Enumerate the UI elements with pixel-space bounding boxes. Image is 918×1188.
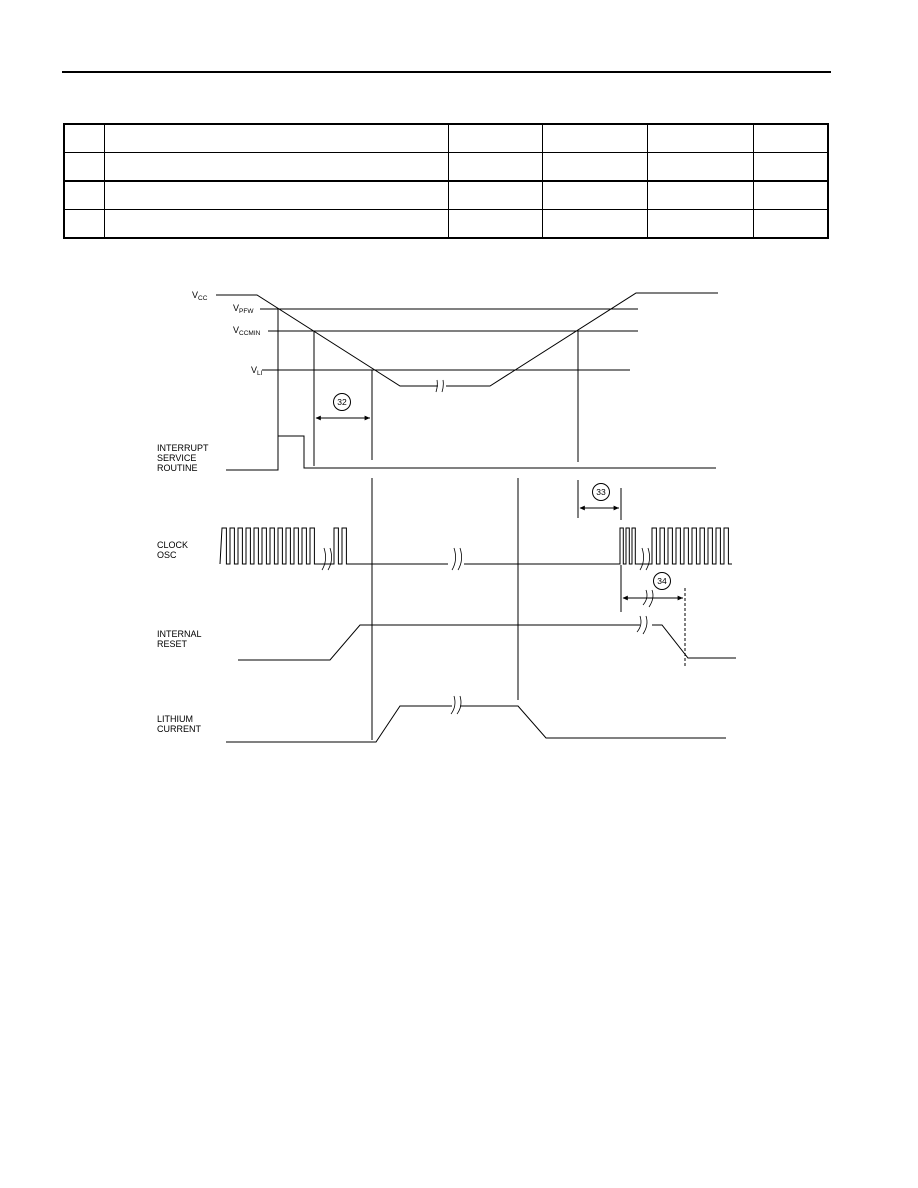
table-cell bbox=[542, 209, 648, 239]
lithium-current-waveform bbox=[226, 695, 726, 743]
table-cell bbox=[63, 209, 106, 239]
table-cell bbox=[104, 123, 450, 153]
isr-label-line-2: SERVICE bbox=[157, 453, 196, 463]
timing-param-34: 34 bbox=[657, 576, 667, 586]
isr-waveform bbox=[226, 435, 716, 471]
isr-label-line-3: ROUTINE bbox=[157, 463, 198, 473]
parameter-table bbox=[63, 123, 829, 239]
vcc-label: VCC bbox=[192, 290, 208, 302]
vli-label: VLI bbox=[251, 365, 263, 377]
table-cell bbox=[542, 180, 648, 210]
clock-waveform bbox=[219, 527, 732, 571]
table-cell bbox=[752, 152, 829, 182]
table-row bbox=[63, 180, 829, 210]
table-cell bbox=[63, 152, 106, 182]
reset-label-line-2: RESET bbox=[157, 639, 188, 649]
timing-dimension-arrows bbox=[315, 393, 683, 608]
table-row bbox=[63, 209, 829, 239]
isr-label-line-1: INTERRUPT bbox=[157, 443, 209, 453]
vcc-waveform bbox=[216, 292, 718, 393]
table-cell bbox=[104, 152, 450, 182]
lithium-label-line-2: CURRENT bbox=[157, 724, 202, 734]
table-cell bbox=[752, 209, 829, 239]
table-cell bbox=[448, 152, 544, 182]
table-cell bbox=[646, 180, 754, 210]
timing-param-32: 32 bbox=[337, 397, 347, 407]
table-cell bbox=[104, 180, 450, 210]
table-cell bbox=[646, 209, 754, 239]
timing-param-33: 33 bbox=[596, 487, 606, 497]
internal-reset-waveform bbox=[238, 615, 736, 661]
table-cell bbox=[104, 209, 450, 239]
table-cell bbox=[752, 123, 829, 153]
clock-label-line-1: CLOCK bbox=[157, 540, 188, 550]
clock-label-line-2: OSC bbox=[157, 550, 177, 560]
timing-markers bbox=[277, 309, 686, 740]
lithium-label-line-1: LITHIUM bbox=[157, 714, 193, 724]
vccmin-label: VCCMIN bbox=[233, 325, 261, 337]
table-cell bbox=[448, 209, 544, 239]
table-row bbox=[63, 152, 829, 182]
table-cell bbox=[63, 180, 106, 210]
vpfw-label: VPFW bbox=[233, 303, 254, 315]
header-rule bbox=[62, 71, 831, 73]
voltage-reference-lines bbox=[260, 308, 638, 371]
table-cell bbox=[646, 123, 754, 153]
reset-label-line-1: INTERNAL bbox=[157, 629, 202, 639]
table-cell bbox=[752, 180, 829, 210]
